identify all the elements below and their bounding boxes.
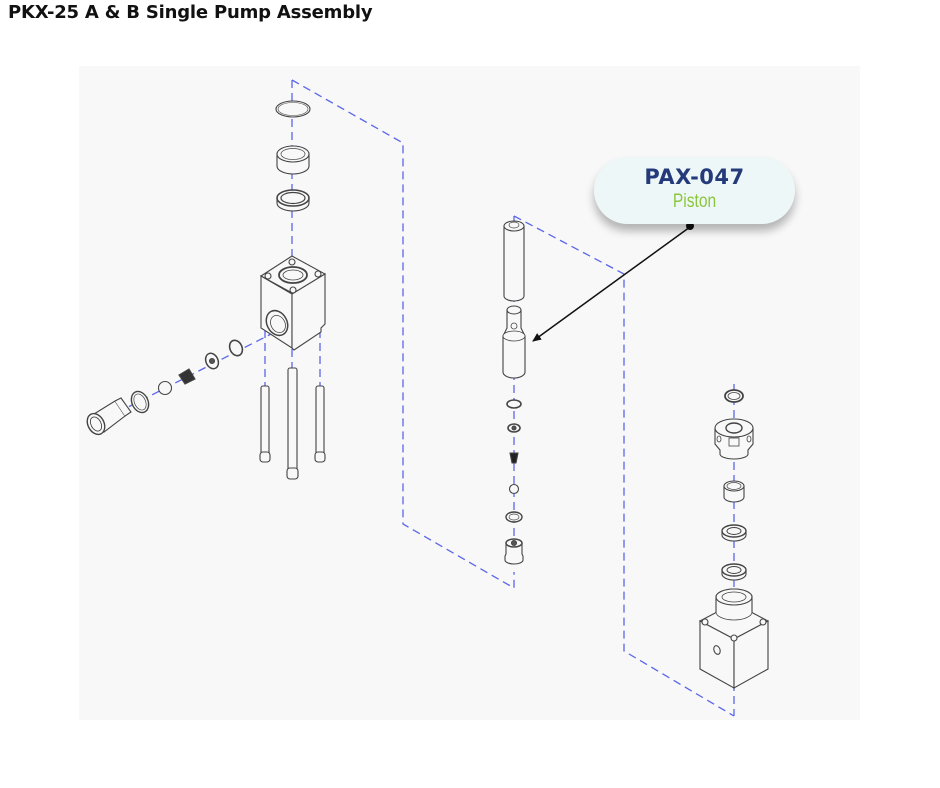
snap-ring <box>506 399 522 409</box>
o-ring-side <box>130 390 150 414</box>
check-valve-fitting <box>504 538 524 565</box>
retaining-ring-top <box>275 100 311 118</box>
seal <box>276 189 310 212</box>
bushing <box>276 145 310 175</box>
diagram-canvas <box>86 79 770 717</box>
callout-leader <box>532 222 694 342</box>
inlet-fitting <box>86 397 132 436</box>
tie-rod-center <box>286 367 299 480</box>
valve-seat <box>507 423 521 433</box>
piston-rod <box>503 220 525 302</box>
cap-screw-left <box>259 385 271 463</box>
packing-seal-upper <box>721 524 747 542</box>
part-callout[interactable]: PAX-047 Piston <box>594 157 795 224</box>
pump-block-assembly <box>86 100 327 480</box>
callout-arrow <box>532 226 691 342</box>
o-ring <box>505 511 523 523</box>
o-ring-top <box>724 389 744 403</box>
callout-part-name: Piston <box>672 191 717 212</box>
pump-block <box>259 255 327 351</box>
guide-left-to-center-frame <box>291 79 515 590</box>
callout-part-number: PAX-047 <box>644 165 745 189</box>
bushing <box>723 480 745 503</box>
retaining-ring-side <box>228 339 244 357</box>
guide-center-to-right-frame <box>513 215 735 717</box>
poppet <box>509 452 519 464</box>
valve-poppet <box>178 368 196 385</box>
ball <box>157 380 173 396</box>
piston <box>502 305 526 379</box>
callout-anchor-dot <box>686 222 694 230</box>
cylinder-block <box>698 588 770 689</box>
cap-screw-right <box>314 385 326 463</box>
piston-assembly <box>502 220 526 565</box>
ball <box>508 483 520 495</box>
valve-disc <box>204 352 220 370</box>
page-title: PKX-25 A & B Single Pump Assembly <box>8 2 373 23</box>
packing-assembly <box>698 389 770 689</box>
packing-seal-lower <box>721 563 747 581</box>
packing-nut <box>714 418 754 460</box>
